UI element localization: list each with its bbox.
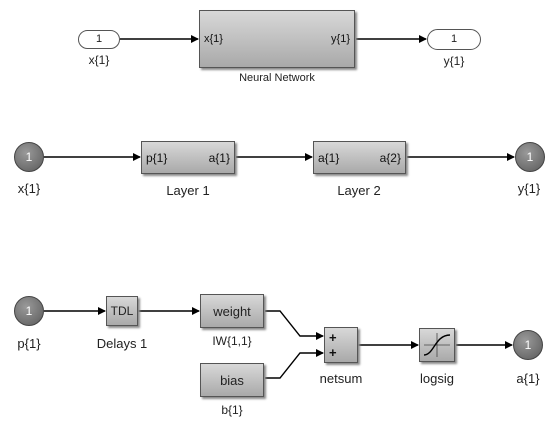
tdl-text: TDL (110, 304, 134, 318)
top-output-port[interactable]: 1 (427, 29, 481, 50)
layer1-title: Layer 1 (166, 183, 210, 198)
neural-network-title: Neural Network (239, 72, 315, 84)
bias-text: bias (220, 372, 244, 388)
netsum-plus-1: + (329, 330, 337, 345)
mid-input-number: 1 (25, 150, 33, 164)
mid-input-port[interactable]: 1 (14, 142, 44, 172)
bot-output-label: a{1} (516, 371, 540, 386)
neural-network-in-port: x{1} (204, 33, 223, 45)
top-input-label: x{1} (88, 53, 110, 67)
logsig-block[interactable] (419, 328, 455, 362)
bias-label: b{1} (221, 403, 243, 417)
bot-output-port[interactable]: 1 (513, 330, 543, 360)
bias-block[interactable]: bias (200, 363, 264, 397)
top-output-label: y{1} (443, 54, 465, 68)
netsum-block[interactable]: + + (324, 327, 358, 363)
top-input-port[interactable]: 1 (78, 30, 120, 49)
neural-network-block[interactable]: x{1} y{1} (199, 10, 355, 68)
bot-input-number: 1 (25, 304, 33, 318)
mid-output-label: y{1} (517, 181, 541, 196)
netsum-label: netsum (319, 371, 363, 386)
sigmoid-icon (423, 333, 451, 357)
mid-input-label: x{1} (17, 181, 41, 196)
wire-bot-weight-sum (265, 310, 324, 340)
layer1-block[interactable]: p{1} a{1} (141, 141, 235, 174)
bot-output-number: 1 (524, 338, 532, 352)
layer2-out-port: a{2} (379, 151, 401, 165)
layer2-block[interactable]: a{1} a{2} (313, 141, 406, 174)
bot-input-port[interactable]: 1 (14, 296, 44, 326)
weight-label: IW{1,1} (212, 334, 252, 348)
wire-bot-bias-sum (265, 349, 324, 379)
weight-block[interactable]: weight (200, 294, 264, 328)
logsig-label: logsig (420, 371, 454, 386)
neural-network-out-port: y{1} (331, 33, 350, 45)
layer1-out-port: a{1} (208, 151, 230, 165)
mid-output-number: 1 (526, 150, 534, 164)
layer2-in-port: a{1} (318, 151, 340, 165)
tdl-label: Delays 1 (96, 336, 148, 351)
mid-output-port[interactable]: 1 (515, 142, 545, 172)
layer1-in-port: p{1} (146, 151, 168, 165)
bot-input-label: p{1} (17, 336, 41, 351)
top-output-number: 1 (450, 33, 458, 45)
layer2-title: Layer 2 (337, 183, 381, 198)
tdl-block[interactable]: TDL (106, 296, 138, 326)
weight-text: weight (213, 303, 251, 319)
top-input-number: 1 (95, 33, 103, 45)
netsum-plus-2: + (329, 345, 337, 360)
